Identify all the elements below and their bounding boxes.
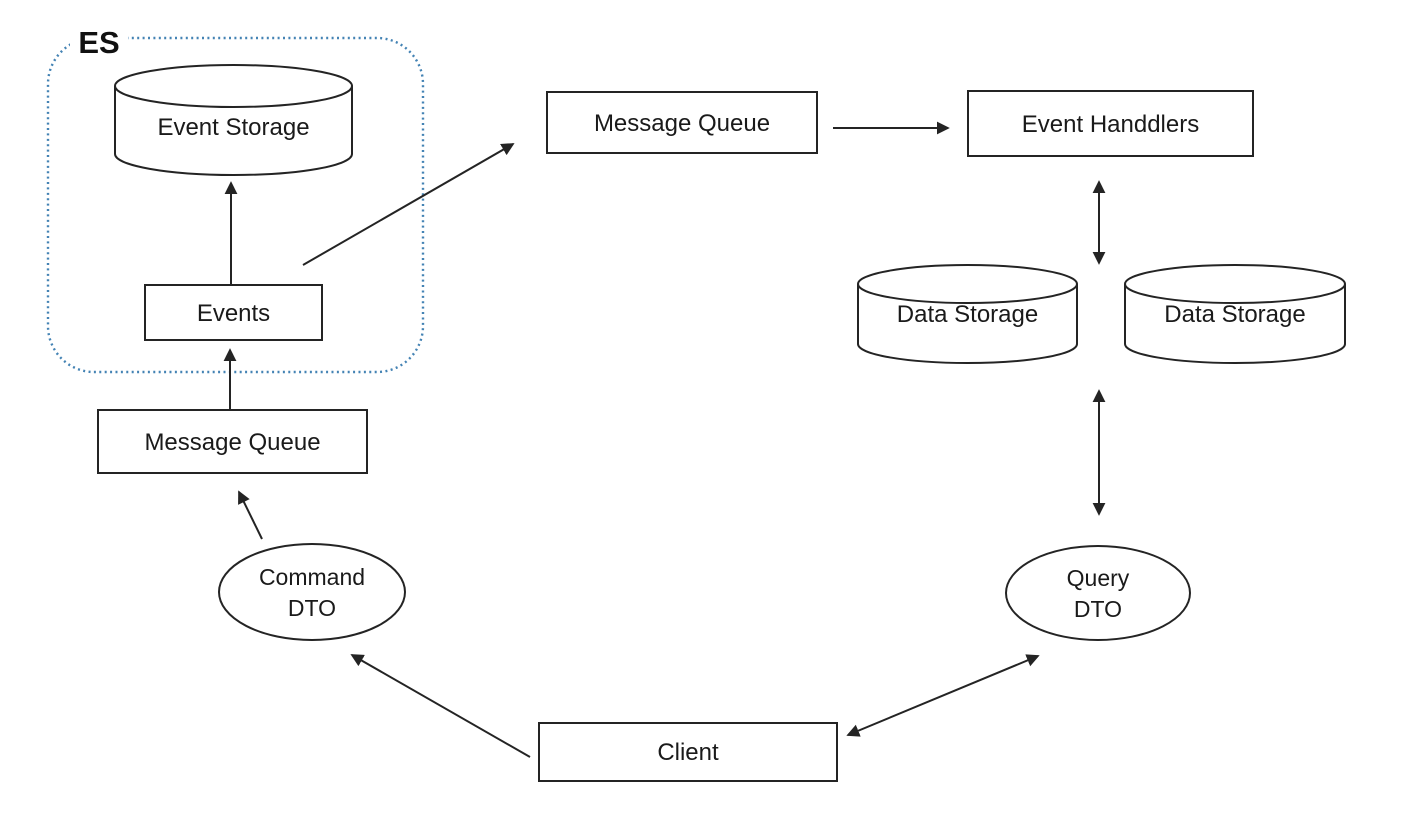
arrow-command-dto-to-message-queue-left xyxy=(238,490,263,540)
arrow-client-to-command-dto xyxy=(350,654,531,758)
event-storage-label: Event Storage xyxy=(157,114,309,141)
query-dto-label-line2: DTO xyxy=(1074,596,1122,622)
node-message-queue-left: Message Queue xyxy=(97,409,368,474)
node-query-dto: Query DTO xyxy=(1005,545,1191,641)
query-dto-label-line1: Query xyxy=(1067,565,1130,591)
es-boundary-group: ES xyxy=(46,22,425,374)
command-dto-label-line2: DTO xyxy=(288,595,336,621)
node-message-queue-top: Message Queue xyxy=(546,91,818,154)
events-box xyxy=(144,284,323,341)
node-event-handlers: Event Handdlers xyxy=(967,90,1254,157)
node-data-storage-right: Data Storage xyxy=(1124,264,1346,364)
node-command-dto: Command DTO xyxy=(218,543,406,641)
es-boundary-border xyxy=(46,36,425,374)
data-storage-right-cylinder-rim xyxy=(1124,283,1346,304)
client-box xyxy=(538,722,838,782)
query-dto-ellipse xyxy=(1005,545,1191,641)
event-handlers-box xyxy=(967,90,1254,157)
es-group-label: ES xyxy=(78,25,119,60)
event-handlers-label: Event Handdlers xyxy=(1022,111,1199,138)
event-storage-cylinder xyxy=(114,64,353,176)
diagram-edges xyxy=(223,121,1106,758)
message-queue-left-box xyxy=(97,409,368,474)
arrow-es-to-message-queue-top xyxy=(302,143,515,266)
arrow-client-query-dto xyxy=(846,654,1040,737)
command-dto-ellipse xyxy=(218,543,406,641)
data-storage-right-label: Data Storage xyxy=(1164,301,1305,328)
event-storage-cylinder-rim xyxy=(114,85,353,108)
client-label: Client xyxy=(657,739,719,766)
node-client: Client xyxy=(538,722,838,782)
node-data-storage-left: Data Storage xyxy=(857,264,1078,364)
data-storage-left-cylinder-rim xyxy=(857,283,1078,304)
message-queue-top-box xyxy=(546,91,818,154)
node-event-storage: Event Storage xyxy=(114,64,353,176)
events-label: Events xyxy=(197,300,270,327)
message-queue-top-label: Message Queue xyxy=(594,110,770,137)
es-label-backdrop xyxy=(70,22,128,56)
node-events: Events xyxy=(144,284,323,341)
data-storage-left-cylinder xyxy=(857,264,1078,364)
message-queue-left-label: Message Queue xyxy=(144,429,320,456)
data-storage-right-cylinder xyxy=(1124,264,1346,364)
command-dto-label-line1: Command xyxy=(259,564,365,590)
data-storage-left-label: Data Storage xyxy=(897,301,1038,328)
